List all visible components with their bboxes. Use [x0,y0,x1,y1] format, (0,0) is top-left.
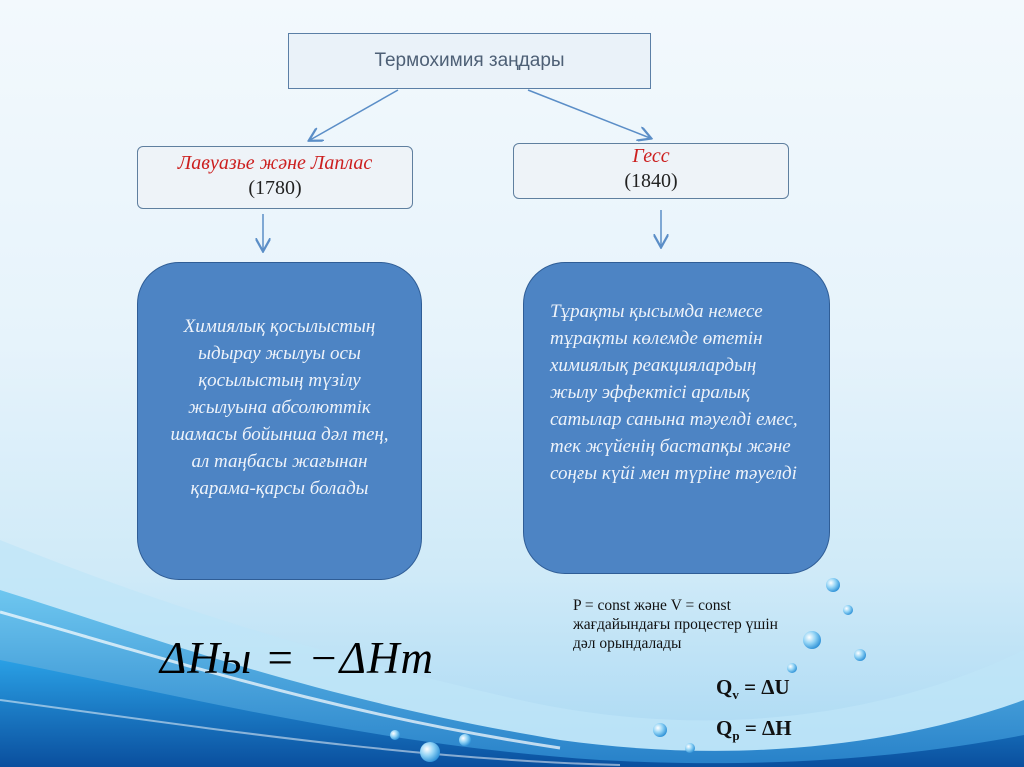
title-text: Термохимия заңдары [374,50,565,71]
left-law-box: Лавуазье және Лаплас (1780) [137,146,413,209]
enthalpy-formula: ΔHы = −ΔHт [160,633,435,683]
right-law-description: Тұрақты қысымда немесе тұрақты көлемде ө… [523,262,830,574]
right-law-box: Гесс (1840) [513,143,789,199]
left-description-text: Химиялық қосылыстың ыдырау жылуы осы қос… [170,316,389,499]
left-law-year: (1780) [248,177,302,199]
arrow-to-left-law [310,89,399,140]
right-law-year: (1840) [624,170,678,192]
arrow-to-right-law [527,89,650,138]
formula-qp: Qp = ΔH [716,716,792,744]
left-law-description: Химиялық қосылыстың ыдырау жылуы осы қос… [137,262,422,580]
title-box: Термохимия заңдары [288,33,651,89]
condition-note: P = const және V = const жағдайындағы пр… [573,597,778,652]
formula-qv: Qv = ΔU [716,675,790,703]
right-description-text: Тұрақты қысымда немесе тұрақты көлемде ө… [550,301,798,484]
right-law-name: Гесс [632,145,670,167]
left-law-name: Лавуазье және Лаплас [177,152,373,174]
